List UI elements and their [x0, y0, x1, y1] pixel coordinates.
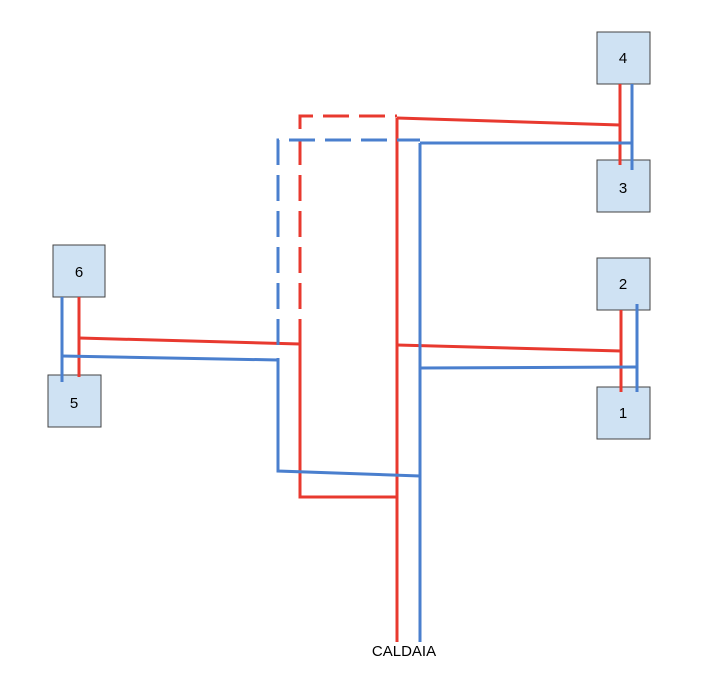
- node-box-1: 1: [596, 386, 651, 440]
- cold-pipe-to-1: [419, 365, 638, 370]
- node-box-3: 3: [596, 159, 651, 213]
- node-box-4: 4: [596, 31, 651, 85]
- node-label-1: 1: [619, 405, 627, 422]
- node-label-2: 2: [619, 276, 627, 293]
- node-box-2: 2: [596, 257, 651, 311]
- node-label-6: 6: [75, 264, 83, 281]
- node-box-6: 6: [52, 244, 106, 298]
- node-label-3: 3: [619, 180, 627, 197]
- node-box-5: 5: [47, 374, 102, 428]
- hot-pipe-to-2: [396, 343, 622, 353]
- boiler-caption: CALDAIA: [372, 643, 436, 660]
- cold-pipe-network: [60, 84, 639, 642]
- hot-pipe-to-4: [396, 116, 621, 127]
- cold-pipe-left-loop: [276, 358, 421, 478]
- hot-pipe-to-6: [78, 336, 301, 346]
- hot-pipe-main-riser: [298, 345, 399, 642]
- hot-pipe-network: [77, 84, 623, 642]
- cold-pipe-to-5: [61, 354, 279, 362]
- node-label-5: 5: [70, 395, 78, 412]
- node-label-4: 4: [619, 50, 627, 67]
- hot-pipe-dashed-loop: [298, 114, 397, 345]
- cold-pipe-dashed-loop: [276, 138, 420, 345]
